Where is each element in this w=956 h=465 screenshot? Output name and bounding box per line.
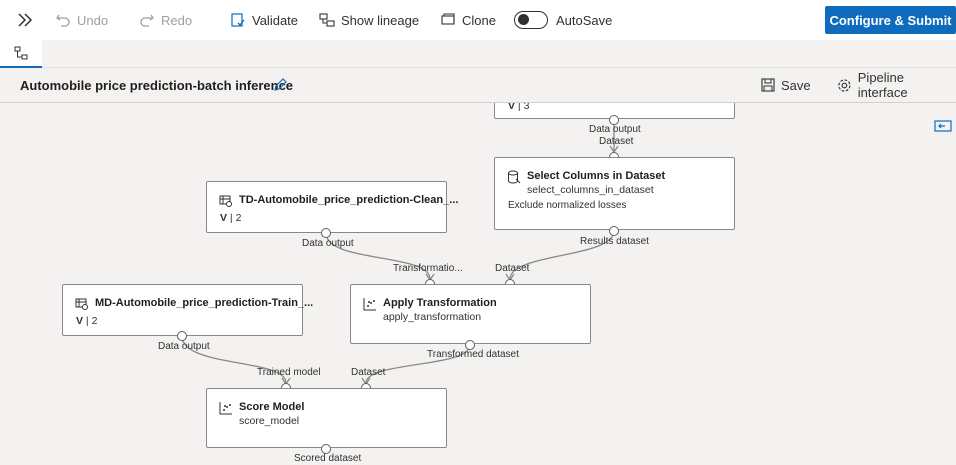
- version-badge: V | 3: [508, 103, 530, 112]
- autosave-label: AutoSave: [556, 12, 613, 28]
- port-label: Dataset: [351, 367, 386, 378]
- port-label: Data output: [158, 341, 210, 352]
- model-icon: [75, 298, 88, 310]
- node-description: Exclude normalized losses: [508, 200, 627, 211]
- node-title: MD-Automobile_price_prediction-Train_...: [95, 297, 314, 309]
- redo-icon: [140, 14, 154, 27]
- port-label: Transformed dataset: [427, 349, 519, 360]
- clone-button[interactable]: Clone: [440, 0, 496, 40]
- save-button[interactable]: Save: [761, 68, 811, 102]
- toggle-knob: [518, 14, 529, 25]
- node-subtitle: apply_transformation: [383, 311, 482, 323]
- output-port[interactable]: [609, 226, 619, 236]
- scatter-icon: [219, 402, 232, 415]
- output-port[interactable]: [321, 228, 331, 238]
- dataset-icon: [219, 195, 232, 207]
- validate-label: Validate: [252, 12, 299, 28]
- toggle-switch[interactable]: [514, 11, 548, 29]
- configure-submit-button[interactable]: Configure & Submit: [825, 6, 956, 34]
- tab-pipeline-graph[interactable]: [0, 40, 42, 68]
- output-port[interactable]: [465, 340, 475, 350]
- lineage-label: Show lineage: [341, 12, 420, 28]
- output-port[interactable]: [321, 444, 331, 454]
- port-label: Trained model: [257, 367, 321, 378]
- clone-icon: [441, 13, 455, 25]
- undo-label: Undo: [77, 12, 109, 28]
- port-label: Scored dataset: [294, 453, 362, 464]
- port-label: Results dataset: [580, 236, 649, 247]
- td-clean-node[interactable]: TD-Automobile_price_prediction-Clean_...…: [206, 181, 458, 233]
- output-port[interactable]: [177, 331, 187, 341]
- clone-label: Clone: [462, 12, 496, 28]
- node-title: Score Model: [239, 401, 305, 413]
- redo-label: Redo: [161, 12, 193, 28]
- apply-transformation-node[interactable]: Apply Transformation apply_transformatio…: [350, 284, 591, 344]
- redo-button[interactable]: Redo: [139, 0, 192, 40]
- output-port[interactable]: [609, 115, 619, 125]
- undo-icon: [56, 14, 70, 27]
- node-subtitle: select_columns_in_dataset: [527, 184, 654, 196]
- lineage-icon: [319, 13, 335, 27]
- double-chevron-right-icon: [18, 13, 33, 27]
- port-label: Data output: [589, 124, 641, 135]
- version-badge: V | 2: [76, 315, 98, 327]
- edge: [325, 232, 431, 280]
- port-label: Data output: [302, 238, 354, 249]
- scatter-icon: [363, 298, 376, 311]
- dataset-columns-icon: [508, 170, 521, 184]
- validate-icon: [231, 13, 245, 27]
- autosave-toggle[interactable]: AutoSave: [514, 0, 612, 40]
- pipeline-interface-button[interactable]: Pipeline interface: [837, 68, 956, 102]
- pipeline-title: Automobile price prediction-batch infere…: [20, 78, 294, 93]
- node-title: Select Columns in Dataset: [527, 170, 666, 182]
- node-title: Apply Transformation: [383, 297, 497, 309]
- tab-strip: [0, 40, 956, 68]
- pencil-icon[interactable]: [272, 77, 288, 93]
- node-subtitle: score_model: [239, 415, 300, 427]
- edge: [365, 344, 471, 384]
- pipeline-title-bar: Automobile price prediction-batch infere…: [0, 68, 956, 103]
- edge: [509, 230, 615, 280]
- port-label: Dataset: [599, 136, 634, 147]
- gear-icon: [838, 78, 851, 92]
- undo-button[interactable]: Undo: [55, 0, 108, 40]
- score-model-node[interactable]: Score Model score_model: [206, 388, 447, 448]
- version-badge: V | 2: [220, 212, 242, 224]
- node-title: TD-Automobile_price_prediction-Clean_...: [239, 194, 459, 206]
- pipeline-graph-icon: [14, 46, 28, 60]
- top-toolbar: Undo Redo Validate Show lineage Clone Au…: [0, 0, 956, 40]
- collapse-panel-icon[interactable]: [934, 120, 952, 132]
- edge: [181, 335, 287, 384]
- save-label: Save: [781, 77, 811, 93]
- show-lineage-button[interactable]: Show lineage: [319, 0, 419, 40]
- pipeline-interface-label: Pipeline interface: [857, 70, 908, 100]
- port-label: Transformatio...: [393, 263, 463, 274]
- md-train-node[interactable]: MD-Automobile_price_prediction-Train_...…: [62, 284, 313, 336]
- validate-button[interactable]: Validate: [230, 0, 298, 40]
- select-columns-node[interactable]: Select Columns in Dataset select_columns…: [494, 157, 735, 230]
- pipeline-canvas[interactable]: V | 3 Data output Dataset Select Columns…: [0, 103, 956, 465]
- save-icon: [761, 78, 775, 92]
- expand-nav-button[interactable]: [16, 0, 40, 40]
- port-label: Dataset: [495, 263, 530, 274]
